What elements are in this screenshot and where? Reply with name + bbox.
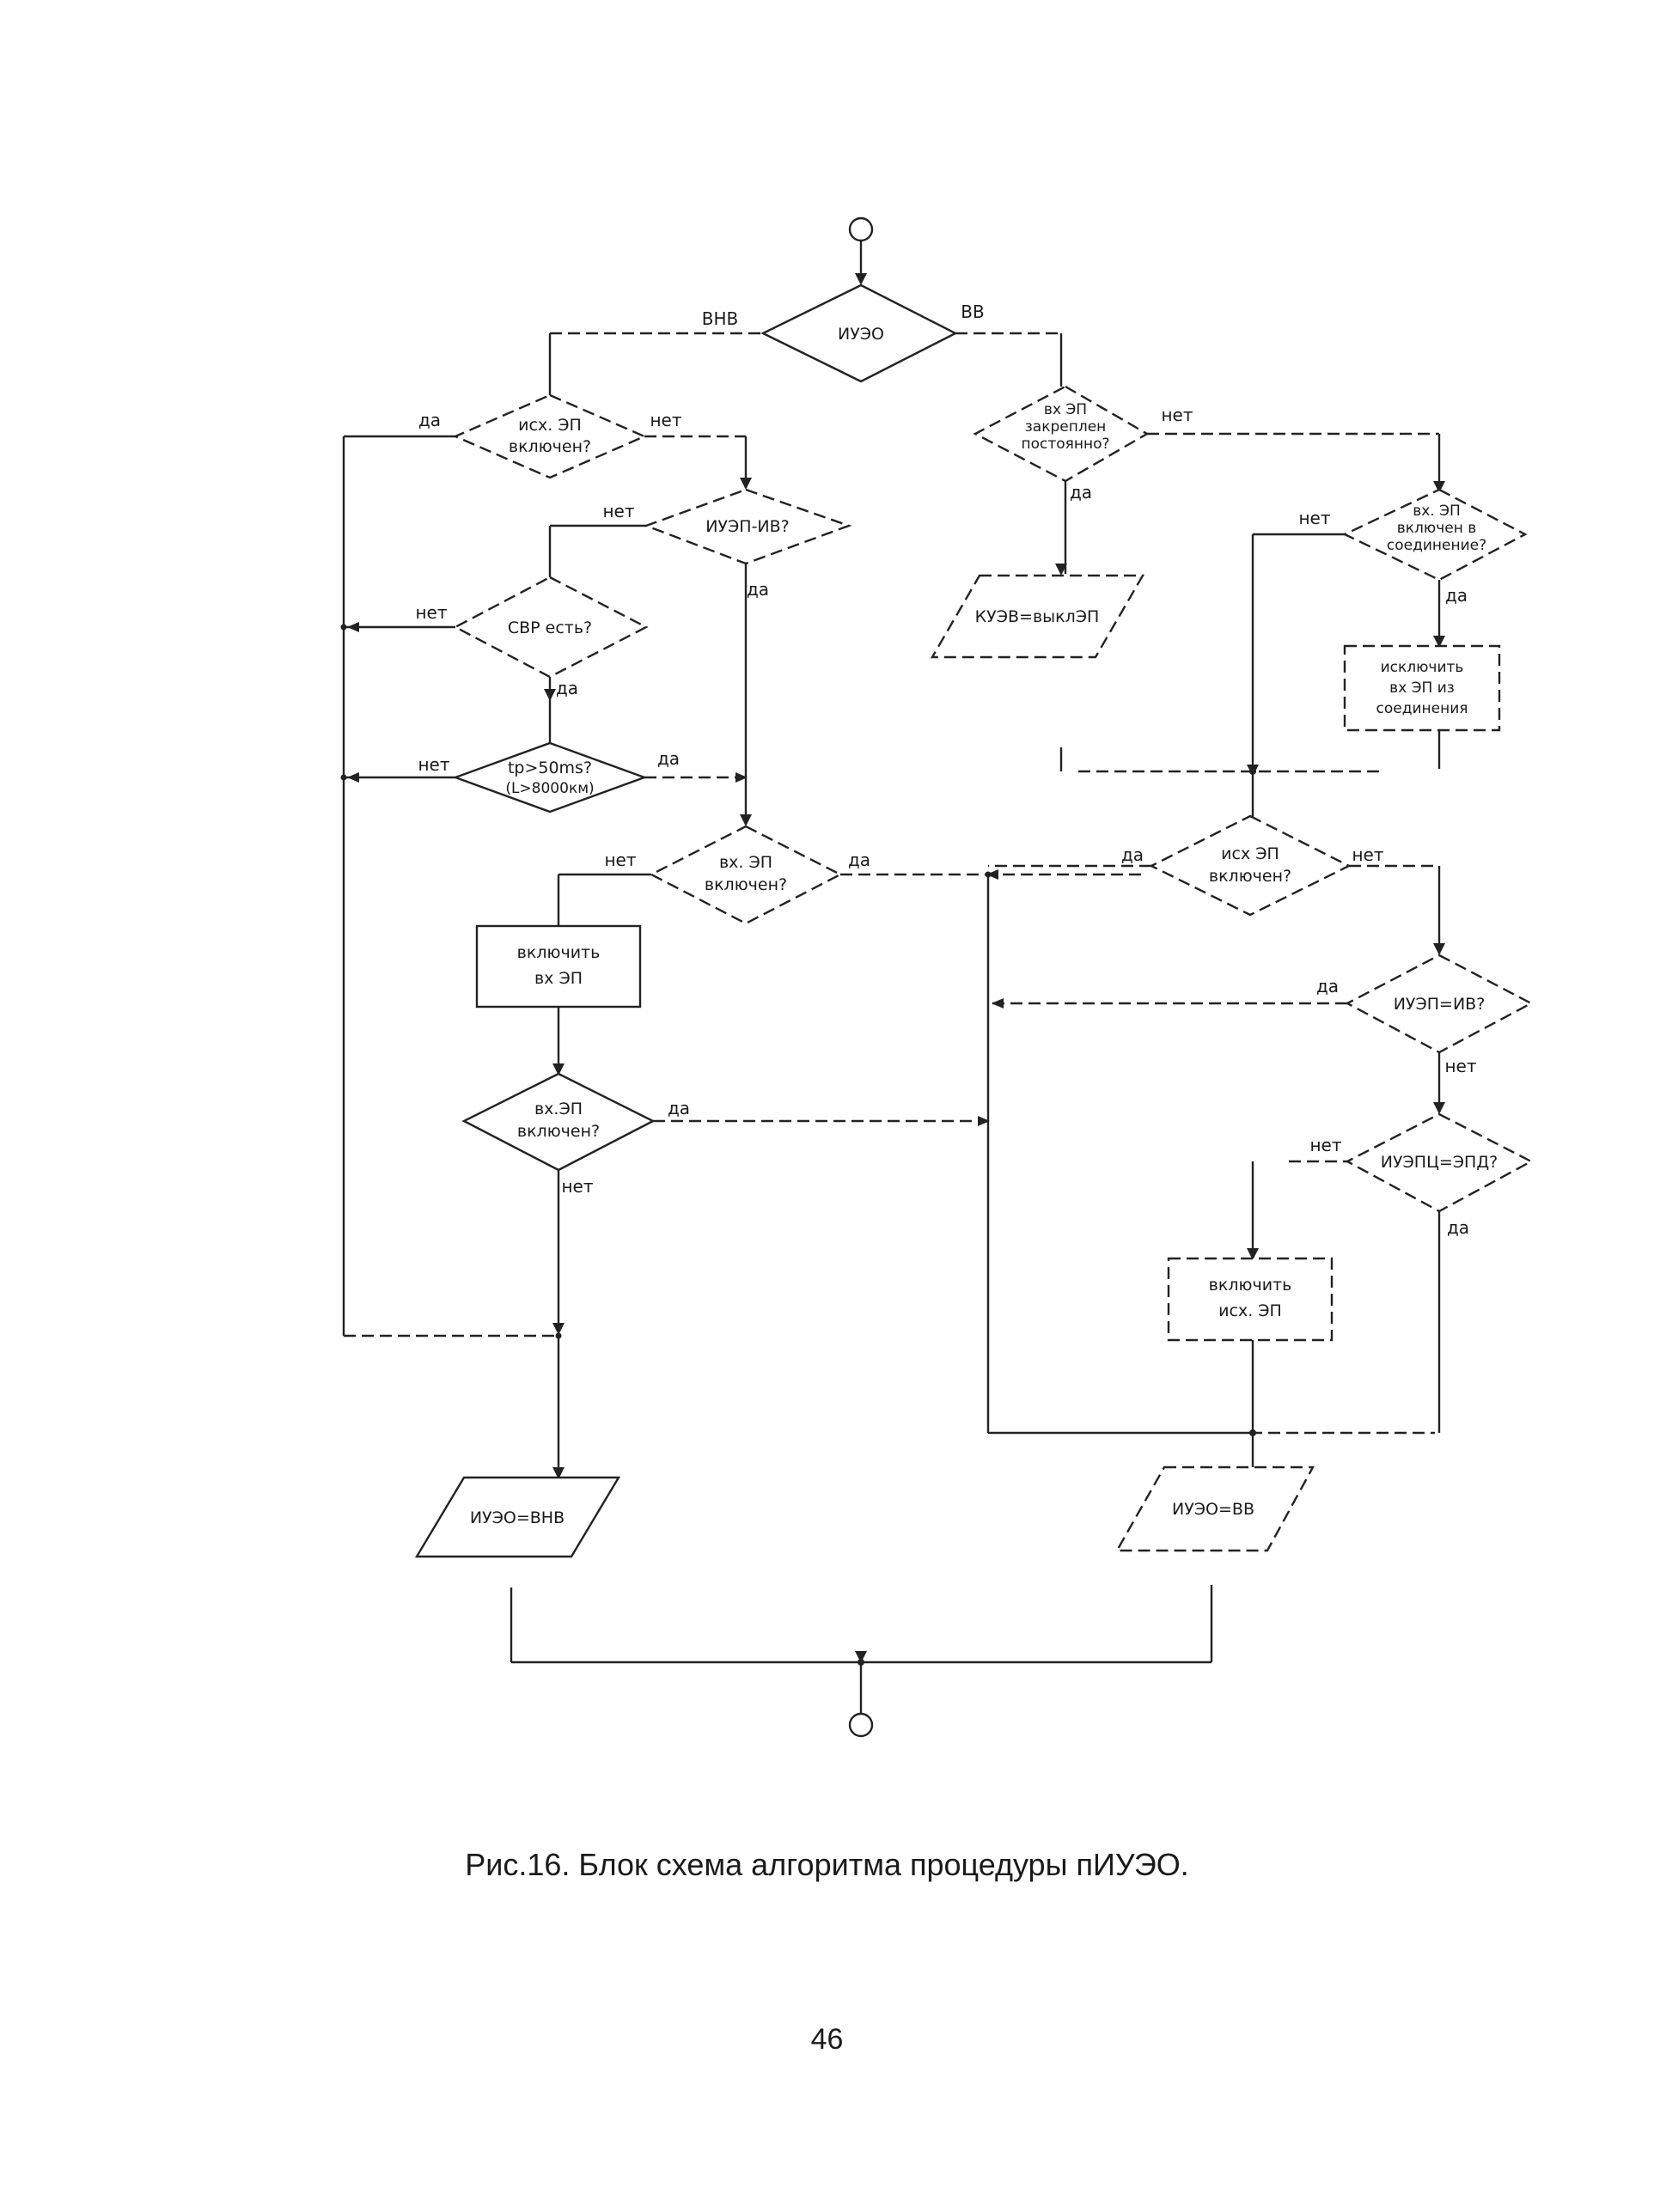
svg-text:вх.ЭП: вх.ЭП bbox=[534, 1100, 583, 1118]
decision-vx-ep-on-low: вх.ЭП включен? bbox=[461, 1072, 656, 1172]
svg-text:да: да bbox=[1316, 976, 1339, 996]
svg-text:вх ЭП: вх ЭП bbox=[1044, 401, 1087, 418]
svg-text:tp>50ms?: tp>50ms? bbox=[508, 759, 592, 777]
svg-text:ИУЭО: ИУЭО bbox=[838, 325, 884, 344]
svg-text:да: да bbox=[1445, 585, 1468, 606]
svg-text:нет: нет bbox=[1444, 1056, 1476, 1076]
svg-text:да: да bbox=[1447, 1217, 1469, 1238]
svg-text:вх. ЭП: вх. ЭП bbox=[719, 853, 772, 872]
svg-text:нет: нет bbox=[418, 754, 449, 775]
svg-text:СВР есть?: СВР есть? bbox=[508, 619, 592, 637]
svg-text:включен в: включен в bbox=[1397, 520, 1477, 537]
decision-iuep-iv-right: ИУЭП=ИВ? bbox=[1345, 954, 1534, 1054]
svg-text:да: да bbox=[556, 678, 578, 698]
svg-text:да: да bbox=[418, 410, 441, 430]
svg-text:да: да bbox=[747, 579, 769, 600]
svg-text:КУЭВ=выклЭП: КУЭВ=выклЭП bbox=[975, 607, 1100, 626]
process-enable-vx-ep: включить вх ЭП bbox=[475, 924, 642, 1009]
start-terminal bbox=[848, 216, 874, 242]
svg-text:исх ЭП: исх ЭП bbox=[1221, 844, 1279, 863]
decision-ish-ep-on-right: исх ЭП включен? bbox=[1149, 814, 1352, 917]
svg-text:вх. ЭП: вх. ЭП bbox=[1413, 503, 1461, 520]
decision-iuep-iv-left: ИУЭП-ИВ? bbox=[643, 488, 852, 565]
io-kuev-off: КУЭВ=выклЭП bbox=[930, 574, 1145, 659]
svg-text:да: да bbox=[848, 850, 870, 870]
decision-vx-ep-fixed: вх ЭП закреплен постоянно? bbox=[973, 385, 1150, 483]
svg-text:ИУЭП-ИВ?: ИУЭП-ИВ? bbox=[705, 517, 790, 536]
process-exclude-vx-ep: исключить вх ЭП из соединения bbox=[1343, 644, 1501, 732]
svg-text:нет: нет bbox=[650, 410, 681, 430]
svg-text:исх. ЭП: исх. ЭП bbox=[1218, 1301, 1282, 1320]
svg-text:включен?: включен? bbox=[509, 437, 591, 456]
arrowheads bbox=[340, 273, 1445, 1666]
svg-text:да: да bbox=[1070, 482, 1092, 503]
svg-text:включен?: включен? bbox=[1209, 867, 1291, 886]
end-terminal bbox=[848, 1712, 874, 1738]
svg-text:нет: нет bbox=[1298, 508, 1330, 528]
process-enable-ish-ep: включить исх. ЭП bbox=[1167, 1257, 1334, 1342]
svg-text:нет: нет bbox=[1309, 1135, 1341, 1155]
svg-text:соединения: соединения bbox=[1376, 700, 1468, 717]
svg-text:исключить: исключить bbox=[1381, 659, 1464, 676]
io-iueo-vnv: ИУЭО=ВНВ bbox=[414, 1476, 621, 1558]
decision-tp: tp>50ms? (L>8000км) bbox=[452, 741, 648, 814]
decision-ish-ep-on: исх. ЭП включен? bbox=[452, 393, 648, 479]
svg-text:вх ЭП: вх ЭП bbox=[534, 969, 583, 988]
svg-text:ИУЭО=ВВ: ИУЭО=ВВ bbox=[1172, 1500, 1254, 1519]
svg-text:нет: нет bbox=[1352, 844, 1383, 865]
svg-text:включен?: включен? bbox=[705, 875, 787, 894]
svg-text:ИУЭО=ВНВ: ИУЭО=ВНВ bbox=[470, 1508, 565, 1527]
io-iueo-vv: ИУЭО=ВВ bbox=[1114, 1466, 1315, 1552]
decision-iuepc-epd: ИУЭПЦ=ЭПД? bbox=[1345, 1112, 1534, 1213]
branch-labels: ВНВ ВВ да нет нет да нет да нет да нет д… bbox=[415, 302, 1476, 1238]
svg-text:ИУЭП=ИВ?: ИУЭП=ИВ? bbox=[1394, 995, 1486, 1014]
svg-text:ИУЭПЦ=ЭПД?: ИУЭПЦ=ЭПД? bbox=[1381, 1153, 1498, 1172]
svg-text:закреплен: закреплен bbox=[1025, 418, 1107, 436]
decision-vx-ep-on-mid: вх. ЭП включен? bbox=[649, 825, 843, 925]
svg-text:соединение?: соединение? bbox=[1387, 537, 1486, 554]
svg-text:постоянно?: постоянно? bbox=[1021, 436, 1109, 453]
svg-text:да: да bbox=[668, 1098, 690, 1118]
svg-text:нет: нет bbox=[602, 501, 634, 521]
page-number: 46 bbox=[810, 2023, 844, 2056]
svg-text:включить: включить bbox=[517, 943, 601, 962]
connectors bbox=[342, 241, 1441, 1714]
svg-text:нет: нет bbox=[415, 602, 447, 623]
svg-text:включить: включить bbox=[1209, 1276, 1292, 1295]
decision-iueo: ИУЭО bbox=[760, 283, 958, 383]
label-vnv: ВНВ bbox=[702, 308, 738, 329]
svg-text:да: да bbox=[1121, 844, 1144, 865]
svg-text:нет: нет bbox=[604, 850, 636, 870]
decision-svr: СВР есть? bbox=[453, 576, 649, 679]
svg-text:вх ЭП из: вх ЭП из bbox=[1389, 679, 1455, 697]
figure-caption: Рис.16. Блок схема алгоритма процедуры п… bbox=[465, 1847, 1189, 1882]
svg-text:нет: нет bbox=[561, 1176, 593, 1197]
label-vv: ВВ bbox=[961, 302, 984, 322]
decision-vx-ep-in-conn: вх. ЭП включен в соединение? bbox=[1342, 488, 1528, 582]
svg-text:да: да bbox=[657, 748, 680, 769]
svg-text:исх. ЭП: исх. ЭП bbox=[518, 416, 582, 435]
svg-text:включен?: включен? bbox=[517, 1122, 600, 1141]
svg-text:(L>8000км): (L>8000км) bbox=[505, 780, 594, 797]
svg-text:нет: нет bbox=[1161, 405, 1193, 425]
